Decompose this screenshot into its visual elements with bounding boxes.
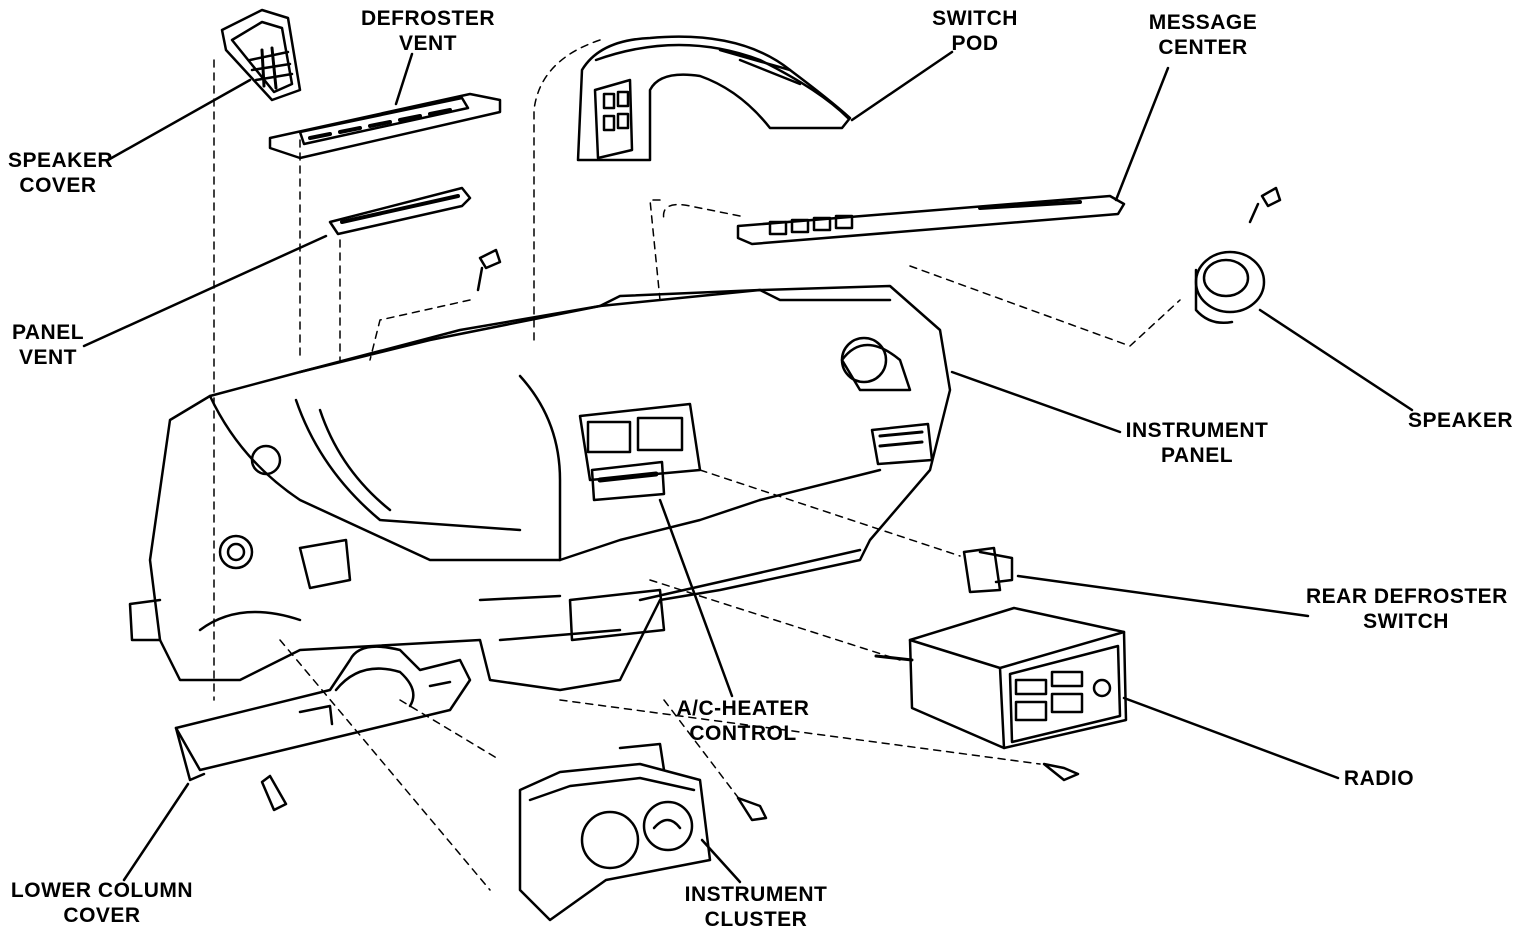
- screw-icons: [260, 186, 1282, 822]
- label-defroster-vent: DEFROSTER VENT: [360, 7, 495, 55]
- lower-column-cover-part: [174, 645, 472, 782]
- alignment-lines: [213, 39, 1181, 891]
- instrument-panel-part: [128, 284, 952, 692]
- label-radio: RADIO: [1343, 767, 1415, 790]
- label-rear-defroster-switch: REAR DEFROSTER SWITCH: [1306, 585, 1508, 633]
- label-ac-heater-control: A/C-HEATER CONTROL: [676, 697, 810, 745]
- speaker-part: [1194, 250, 1266, 324]
- defroster-vent-part: [268, 92, 502, 160]
- label-instrument-cluster: INSTRUMENT CLUSTER: [684, 883, 828, 931]
- radio-part: [874, 606, 1128, 750]
- instrument-cluster-part: [518, 742, 712, 922]
- message-center-part: [736, 194, 1126, 246]
- switch-pod-part: [576, 35, 852, 162]
- speaker-cover-part: [220, 8, 302, 102]
- rear-defroster-switch-part: [962, 546, 1014, 594]
- label-message-center: MESSAGE CENTER: [1148, 11, 1258, 59]
- label-speaker: SPEAKER: [1408, 409, 1514, 432]
- label-instrument-panel: INSTRUMENT PANEL: [1125, 419, 1269, 467]
- label-lower-column-cover: LOWER COLUMN COVER: [10, 879, 194, 927]
- label-panel-vent: PANEL VENT: [11, 321, 85, 369]
- leader-lines: [82, 50, 1414, 884]
- label-switch-pod: SWITCH POD: [932, 7, 1018, 55]
- label-speaker-cover: SPEAKER COVER: [8, 149, 114, 197]
- panel-vent-part: [328, 186, 472, 236]
